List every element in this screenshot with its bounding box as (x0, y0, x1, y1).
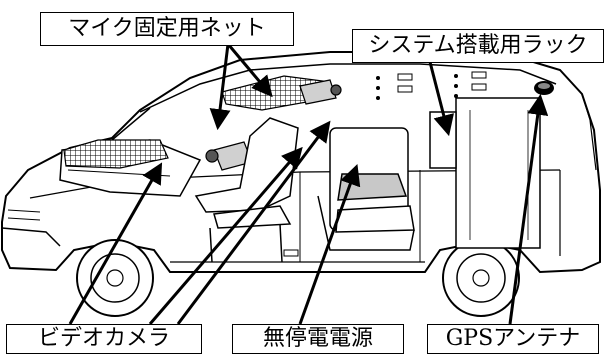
gps-antenna-arrow (508, 93, 549, 325)
video-camera-arrow-3 (176, 120, 331, 325)
mic-net (63, 75, 332, 169)
video-camera-arrow-2 (148, 146, 303, 325)
ups-arrow (298, 164, 361, 325)
label-system-rack: システム搭載用ラック (352, 29, 604, 63)
label-ups: 無停電電源 (232, 324, 404, 354)
video-camera-arrow-1 (68, 162, 163, 325)
label-gps-antenna: GPSアンテナ (427, 324, 599, 354)
mic-net-arrow-right (226, 43, 273, 98)
system-rack-arrow (428, 61, 454, 137)
video-camera (205, 79, 342, 171)
gps-antenna-unit (534, 81, 554, 95)
rear-wheel (442, 239, 520, 317)
front-wheel (76, 239, 154, 317)
label-video-camera: ビデオカメラ (6, 324, 202, 354)
mic-net-arrow-left (209, 43, 231, 131)
label-mic-net: マイク固定用ネット (40, 12, 294, 46)
leader-arrows (68, 43, 549, 325)
front-seats (194, 117, 299, 263)
